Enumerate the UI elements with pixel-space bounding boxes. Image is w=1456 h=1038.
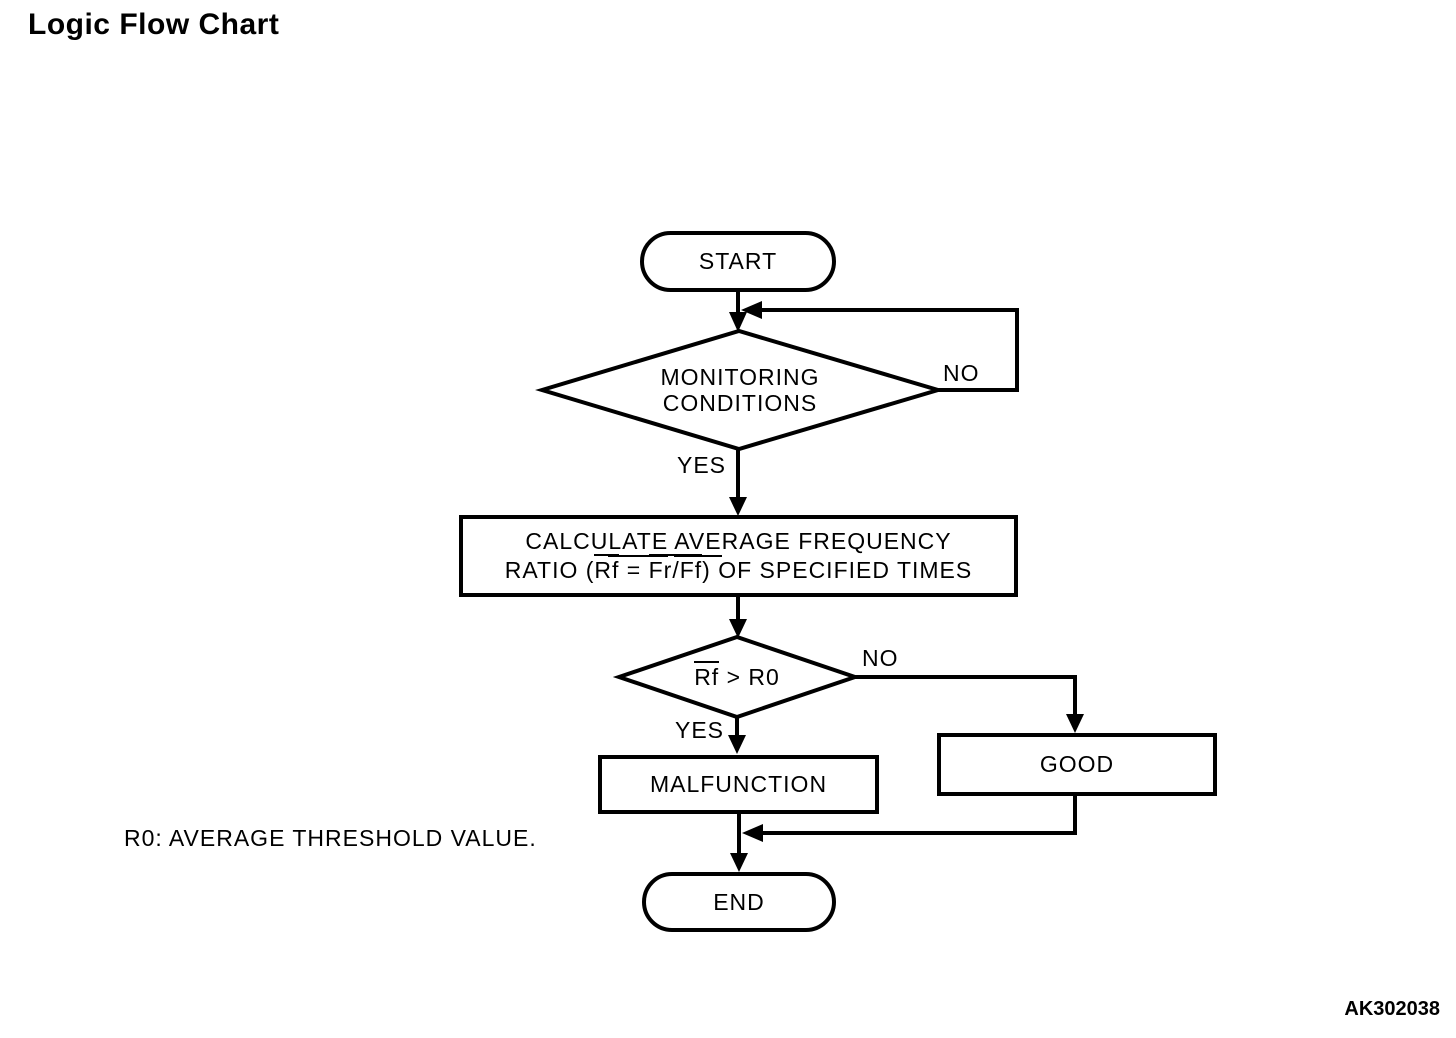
arrowhead-into-calc <box>729 497 747 516</box>
monitoring-conditions-line2: CONDITIONS <box>662 390 818 416</box>
arrowhead-into-malfunction <box>728 735 746 754</box>
threshold-rest: > R0 <box>719 664 780 690</box>
calc-line1-underlined2: AVE <box>674 528 722 557</box>
calc-line2-pre: RATIO ( <box>504 557 595 583</box>
calc-line1-post: RAGE FREQUENCY <box>721 528 952 554</box>
calc-line2-rf-overlined: Rf <box>594 554 620 583</box>
calc-line2-post: ) OF SPECIFIED TIMES <box>702 557 973 583</box>
arrowhead-into-monitoring <box>729 312 747 332</box>
arrowhead-merge-left <box>742 824 763 842</box>
arrowhead-into-end <box>730 853 748 872</box>
end-node-label: END <box>713 888 765 915</box>
start-node-label: START <box>698 248 778 274</box>
threshold-decision-label: Rf > R0 <box>619 661 855 690</box>
monitoring-no-label: NO <box>943 360 980 386</box>
good-node: GOOD <box>937 733 1217 796</box>
start-node: START <box>640 231 836 292</box>
malfunction-node: MALFUNCTION <box>598 755 879 814</box>
arrowhead-into-good <box>1066 714 1084 733</box>
arrowhead-into-threshold <box>729 619 747 638</box>
monitoring-conditions-decision-shape <box>535 328 946 452</box>
end-node: END <box>642 872 836 932</box>
figure-code: AK302038 <box>1344 998 1440 1020</box>
calculate-frequency-line2: RATIO (Rf = Fr/Ff) OF SPECIFIED TIMES <box>504 554 973 585</box>
calc-line2-equals: = <box>619 557 649 583</box>
monitoring-yes-label: YES <box>677 452 727 478</box>
calc-line1-underlined1: LATE <box>608 528 669 557</box>
monitoring-conditions-line1: MONITORING <box>660 364 820 390</box>
malfunction-node-label: MALFUNCTION <box>649 771 828 797</box>
threshold-note-text: R0: AVERAGE THRESHOLD VALUE. <box>124 825 537 851</box>
arrowhead-no-loop-left <box>741 301 762 319</box>
good-node-label: GOOD <box>1039 751 1115 777</box>
page-title: Logic Flow Chart <box>28 8 280 41</box>
calculate-frequency-process-node: CALCULATE AVERAGE FREQUENCY RATIO (Rf = … <box>459 515 1018 597</box>
connector-threshold-no-to-good <box>855 675 1077 716</box>
connector-good-to-merge <box>763 795 1077 835</box>
threshold-decision-shape <box>612 634 862 720</box>
calc-line2-frff-overlined: Fr/Ff <box>648 554 703 583</box>
threshold-rf-overlined: Rf <box>694 661 720 690</box>
connector-monitoring-no-loop <box>762 308 1019 392</box>
threshold-no-label: NO <box>862 645 899 671</box>
threshold-yes-label: YES <box>675 717 725 743</box>
calc-line1-pre: CALCU <box>525 528 609 554</box>
monitoring-conditions-decision-label: MONITORING CONDITIONS <box>542 364 938 416</box>
calculate-frequency-line1: CALCULATE AVERAGE FREQUENCY <box>525 527 952 557</box>
